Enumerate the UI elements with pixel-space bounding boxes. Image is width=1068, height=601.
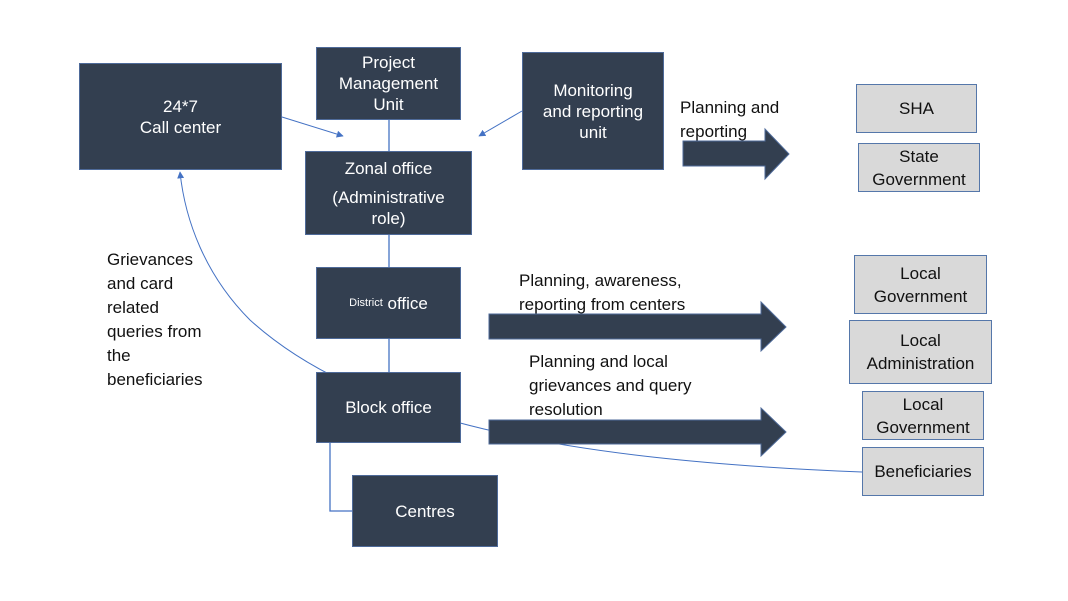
- monitoring-line-1: Monitoring: [553, 80, 633, 100]
- block-office-label: Block office: [345, 398, 432, 417]
- block-office-box: Block office: [316, 372, 461, 443]
- callcenter-to-zonal-arrow: [281, 116, 344, 138]
- monitoring-line-2: and reporting: [542, 101, 644, 121]
- state-gov-line-1: State: [899, 146, 939, 166]
- sha-label: SHA: [899, 99, 934, 118]
- zonal-line-2: (Administrative: [332, 187, 445, 207]
- monitoring-line-3: unit: [579, 122, 607, 142]
- grievance-note: Grievances and card related queries from…: [107, 248, 202, 392]
- block-flow-line-3: resolution: [529, 400, 603, 419]
- block-flow-line-1: Planning and local: [529, 352, 668, 371]
- monitoring-to-zonal-arrow: [478, 110, 523, 137]
- grievance-line: Grievances: [107, 250, 193, 269]
- state-government-box: State Government: [858, 143, 980, 192]
- call-center-hours: 24*7: [163, 96, 198, 116]
- beneficiaries-to-callcenter-curve: [177, 171, 863, 473]
- pmu-box: Project Management Unit: [316, 47, 461, 120]
- block-flow-line-2: grievances and query: [529, 376, 692, 395]
- local-gov-1-line-1: Local: [900, 263, 941, 283]
- grievance-line: related: [107, 298, 159, 317]
- planning-reporting-arrow: [682, 127, 790, 181]
- zonal-line-1: Zonal office: [344, 158, 433, 178]
- zonal-office-box: Zonal office (Administrative role): [305, 151, 472, 235]
- local-government-box-2: Local Government: [862, 391, 984, 440]
- district-prefix: District: [349, 296, 383, 309]
- planning-reporting-label: Planning and reporting: [680, 96, 779, 144]
- pmu-line-3: Unit: [373, 95, 404, 114]
- grievance-line: the: [107, 346, 131, 365]
- local-gov-2-line-2: Government: [876, 417, 970, 437]
- district-office-box: District office: [316, 267, 461, 339]
- district-flow-label: Planning, awareness, reporting from cent…: [519, 269, 685, 317]
- monitoring-unit-box: Monitoring and reporting unit: [522, 52, 664, 170]
- district-flow-arrow: [488, 300, 787, 353]
- call-center-label: Call center: [139, 117, 222, 137]
- district-main: office: [387, 293, 428, 313]
- pmu-line-2: Management: [338, 74, 439, 93]
- zonal-line-3: role): [371, 208, 406, 228]
- planning-reporting-line-2: reporting: [680, 122, 748, 141]
- centres-label: Centres: [395, 501, 455, 521]
- district-flow-line-2: reporting from centers: [519, 295, 686, 314]
- centres-box: Centres: [352, 475, 498, 547]
- local-government-box-1: Local Government: [854, 255, 987, 314]
- local-gov-2-line-1: Local: [902, 394, 944, 414]
- grievance-line: queries from: [107, 322, 202, 341]
- grievance-line: beneficiaries: [107, 370, 203, 389]
- local-administration-box: Local Administration: [849, 320, 992, 384]
- district-flow-line-1: Planning, awareness,: [519, 271, 682, 290]
- block-flow-arrow: [488, 406, 787, 458]
- local-admin-line-1: Local: [900, 331, 941, 350]
- beneficiaries-label: Beneficiaries: [874, 462, 972, 481]
- state-gov-line-2: Government: [872, 169, 966, 189]
- beneficiaries-box: Beneficiaries: [862, 447, 984, 496]
- planning-reporting-line-1: Planning and: [680, 98, 780, 117]
- sha-box: SHA: [856, 84, 977, 133]
- block-flow-label: Planning and local grievances and query …: [529, 350, 692, 422]
- block-to-centres-line: [329, 443, 352, 512]
- grievance-line: and card: [107, 274, 174, 293]
- local-admin-line-2: Administration: [866, 354, 975, 373]
- local-gov-1-line-2: Government: [873, 286, 968, 306]
- call-center-box: 24*7 Call center: [79, 63, 282, 170]
- pmu-line-1: Project: [362, 53, 415, 72]
